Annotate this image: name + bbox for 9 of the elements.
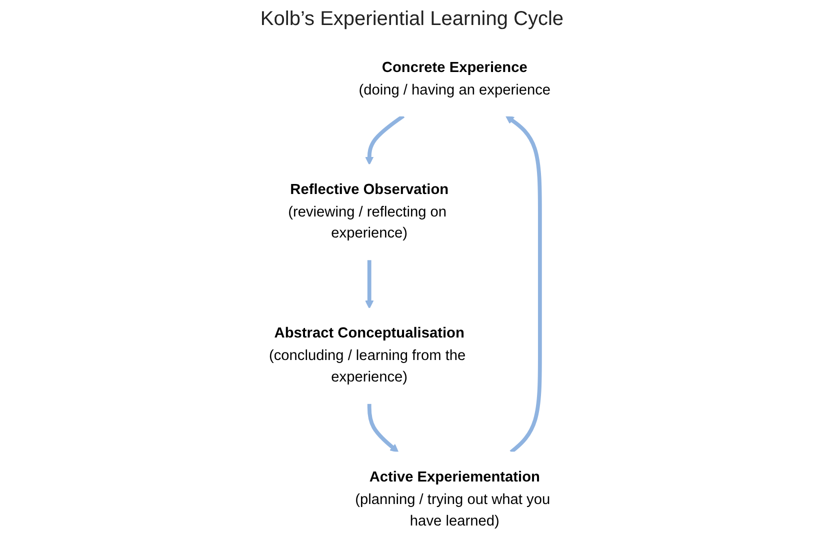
node-text: Reflective Observation (reviewing / reflecting on experience) <box>288 181 449 242</box>
arrow <box>365 114 405 166</box>
diagram-title: Kolb’s Experiential Learning Cycle <box>260 8 564 31</box>
arrow <box>367 403 399 453</box>
arrow <box>505 116 542 454</box>
node-text: Active Experiementation (planning / trying out what you have learned) <box>355 468 550 530</box>
node-text: Concrete Experience (doing / having an experience <box>358 59 551 98</box>
node-text: Abstract Conceptualisation (concluding / learning from the experience) <box>268 324 466 386</box>
arrow <box>365 260 374 309</box>
